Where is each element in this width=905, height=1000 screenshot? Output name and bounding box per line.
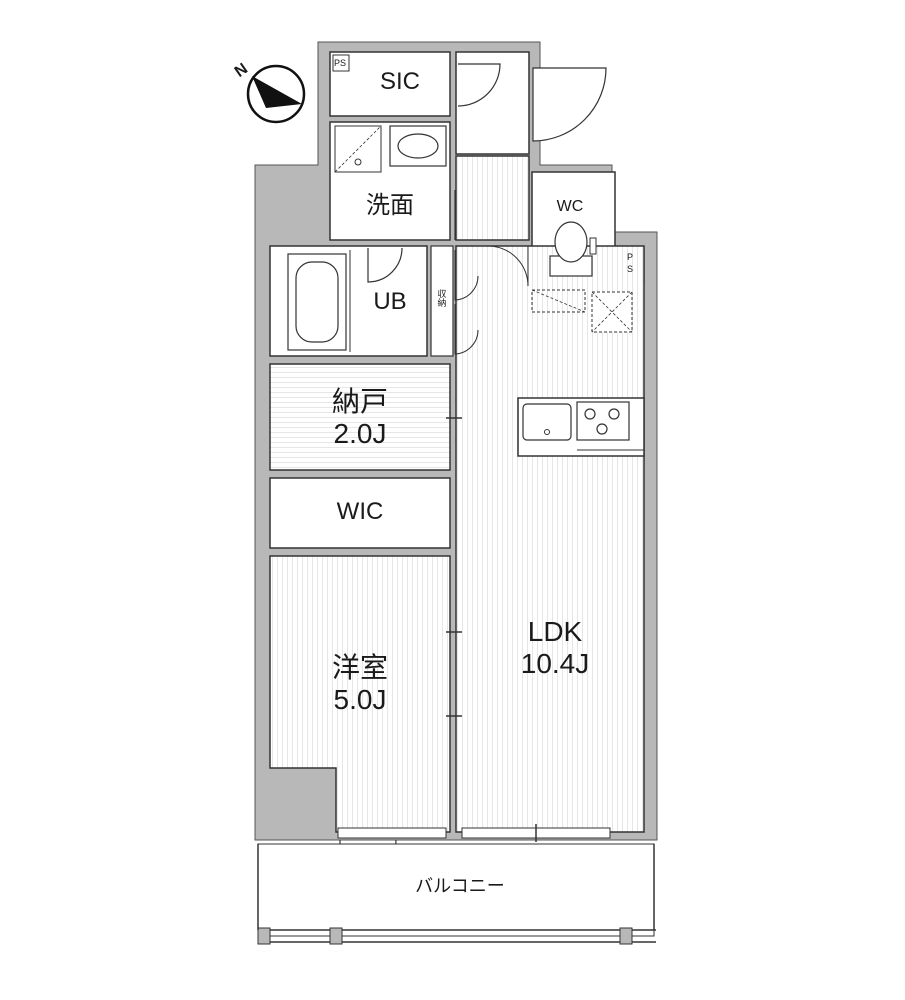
stove-icon (576, 401, 630, 441)
storage-closet (430, 245, 454, 357)
western-name: 洋室 (331, 652, 388, 683)
label-ub: UB (373, 288, 407, 315)
label-western: 洋室 5.0J (300, 652, 420, 716)
room-wic (269, 477, 451, 549)
corridor (455, 155, 530, 241)
shaft-box-icon (591, 291, 633, 333)
ps-right-label-2: S (627, 264, 634, 274)
label-nando: 納戸 2.0J (300, 386, 420, 450)
kitchen-counter (517, 397, 645, 457)
sink-icon (522, 403, 572, 441)
drain-icon (354, 158, 362, 166)
ub-door[interactable] (367, 247, 403, 283)
label-wic: WIC (336, 498, 384, 525)
label-wash: 洗面 (366, 192, 414, 219)
label-ldk: LDK 10.4J (490, 616, 620, 680)
room-nando (269, 363, 451, 471)
room-western (269, 555, 451, 833)
label-wc: WC (556, 198, 584, 215)
sic-door[interactable] (457, 63, 501, 107)
ldk-size: 10.4J (520, 648, 590, 680)
nando-name: 納戸 (331, 386, 388, 417)
toilet-bowl-icon (554, 221, 588, 263)
entrance-door[interactable] (532, 67, 607, 142)
room-ldk (455, 245, 645, 833)
western-window (337, 827, 447, 839)
washer-pan-icon (334, 125, 382, 173)
label-balcony: バルコニー (415, 876, 505, 896)
nando-size: 2.0J (333, 418, 387, 450)
wash-basin-icon (389, 125, 447, 167)
balcony (257, 843, 655, 937)
bathtub-icon (287, 253, 347, 351)
north-arrow-icon (246, 64, 306, 124)
entrance (455, 51, 530, 155)
western-size: 5.0J (333, 684, 387, 716)
room-sic (329, 51, 451, 117)
wc-door[interactable] (487, 245, 529, 287)
label-sic: SIC (379, 68, 420, 95)
ps-top-shaft (332, 54, 350, 72)
storage-door-lower[interactable] (454, 304, 479, 355)
storage-door-upper[interactable] (454, 250, 479, 301)
ldk-name: LDK (527, 616, 583, 647)
label-storage: 収納 (437, 289, 447, 309)
ps-top-label: PS (334, 58, 347, 68)
ps-right-label-1: P (627, 252, 634, 262)
